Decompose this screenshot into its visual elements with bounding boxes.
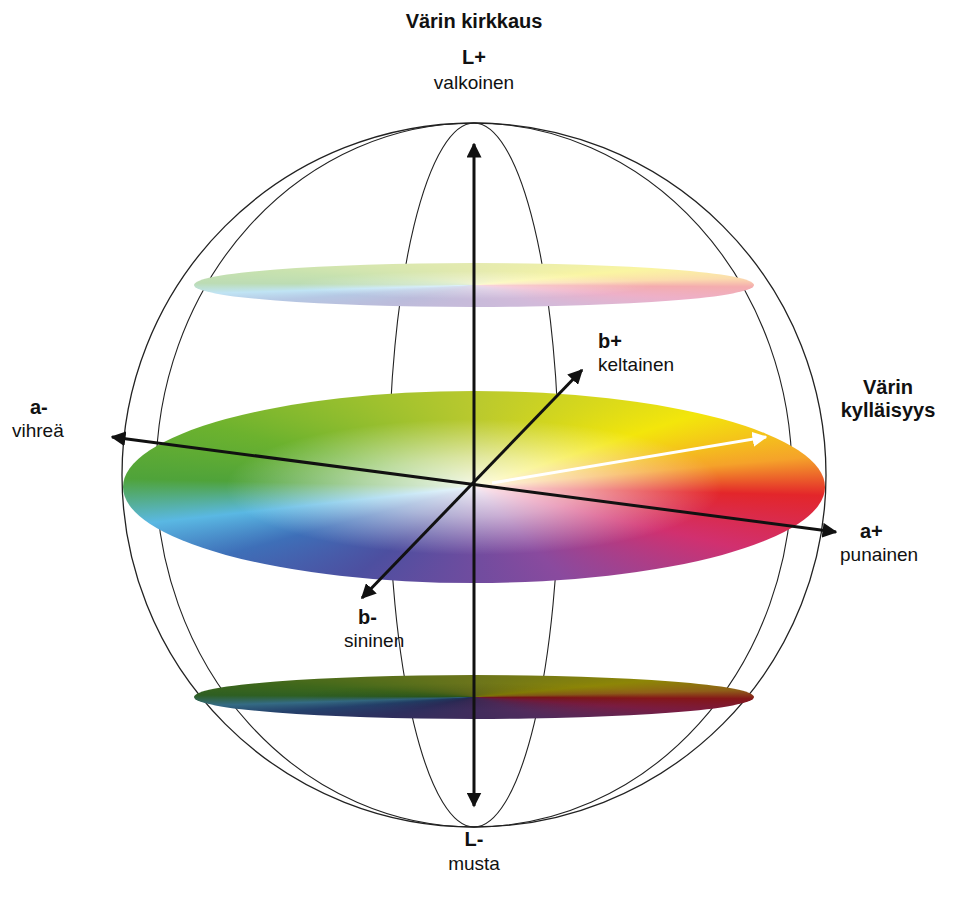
axis-letter: b+ [598, 330, 622, 353]
axis-name: sininen [344, 630, 404, 652]
a-axis [112, 437, 836, 532]
axis-title: Värin kirkkaus [406, 10, 543, 33]
axis-name: keltainen [598, 354, 674, 376]
axis-letter: L+ [462, 46, 486, 69]
axis-name: vihreä [12, 420, 64, 442]
axis-letter: L- [465, 828, 484, 851]
l-axis [473, 144, 476, 806]
b-axis [362, 370, 582, 598]
axis-title: Värin kylläisyys [828, 376, 948, 422]
axis-letter: a+ [860, 520, 883, 543]
saturation-arrow [492, 437, 766, 483]
sphere-circle [122, 123, 826, 827]
axis-name: valkoinen [434, 72, 514, 94]
axis-letter: a- [30, 396, 48, 419]
axis-letter: b- [358, 606, 377, 629]
axis-name: musta [448, 853, 500, 875]
axis-name: punainen [840, 544, 918, 566]
